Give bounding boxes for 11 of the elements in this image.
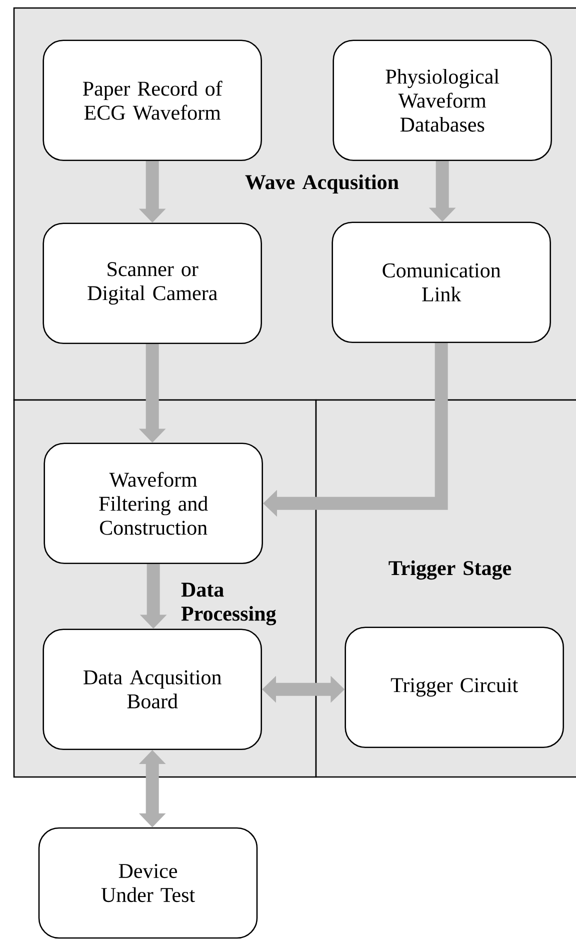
panel-heading: Wave Acqusition (245, 174, 399, 194)
process-box: Scanner or Digital Camera (42, 222, 262, 344)
process-box: Paper Record of ECG Waveform (42, 40, 262, 161)
panel-heading: Data Processing (181, 582, 276, 626)
panel-heading: Trigger Stage (388, 560, 512, 580)
process-box: Trigger Circuit (344, 626, 564, 748)
process-box: Data Acqusition Board (42, 628, 262, 750)
process-box: Device Under Test (38, 827, 258, 939)
process-box: Comunication Link (332, 222, 551, 343)
process-box: Waveform Filtering and Construction (44, 442, 263, 564)
process-box: Physiological Waveform Databases (332, 40, 552, 161)
